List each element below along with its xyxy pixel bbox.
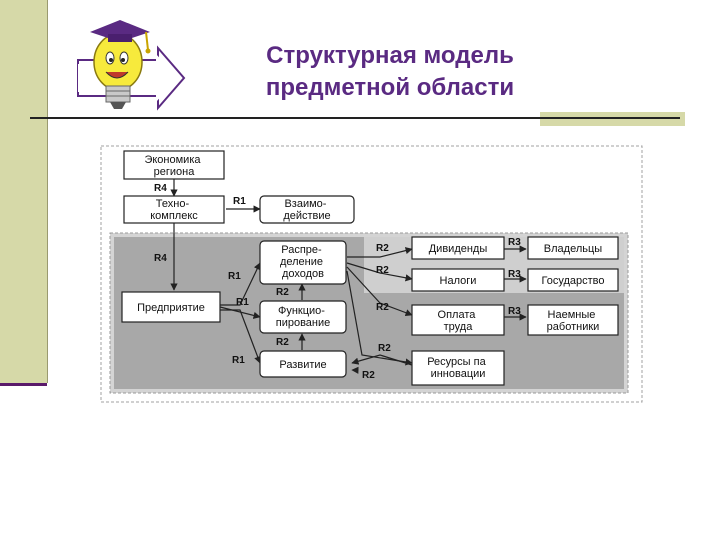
node-box-distribution (259, 240, 347, 285)
node-box-enterprise (121, 291, 221, 323)
relation-label-r2-resources: R2 (378, 343, 391, 354)
node-distribution-line-2: деление (280, 256, 323, 268)
node-box-state (527, 268, 619, 292)
node-functioning: Функцио- пирование (276, 305, 331, 329)
node-taxes: Налоги (440, 275, 477, 287)
node-economy: Экономика региона (144, 154, 203, 178)
node-workers-line-2: работники (547, 321, 600, 333)
node-wages-line-2: труда (444, 321, 474, 333)
node-box-wages (411, 304, 505, 336)
relation-label-r2-taxes: R2 (376, 265, 389, 276)
node-techno-line-1: Техно- (156, 198, 190, 210)
relation-label-r3-workers: R3 (508, 306, 521, 317)
relation-label-r2-wages: R2 (376, 302, 389, 313)
lightbulb-with-graduation-cap-icon (60, 10, 195, 115)
node-interaction: Взаимо- действие (283, 198, 330, 222)
node-resources-line-1: Ресурсы па (427, 356, 486, 368)
node-box-interaction (259, 195, 355, 224)
relation-label-r1-distribution: R1 (228, 271, 241, 282)
node-box-functioning (259, 300, 347, 334)
node-box-owners (527, 236, 619, 260)
node-economy-line-2: региона (154, 166, 196, 178)
node-box-economy (123, 150, 225, 180)
node-development: Развитие (279, 359, 326, 371)
node-wages-line-1: Оплата (438, 309, 477, 321)
relation-label-r2-dev-func: R2 (276, 337, 289, 348)
node-functioning-line-2: пирование (276, 317, 331, 329)
node-distribution-line-3: доходов (282, 268, 324, 280)
node-state: Государство (541, 275, 604, 287)
node-box-development (259, 350, 347, 378)
relation-label-r3-state: R3 (508, 269, 521, 280)
node-resources: Ресурсы па инновации (427, 356, 489, 380)
relation-label-r2-func-dist: R2 (276, 287, 289, 298)
node-techno-line-2: комплекс (150, 210, 198, 222)
node-workers: Наемные работники (547, 309, 600, 333)
relation-label-r3-owners: R3 (508, 237, 521, 248)
node-interaction-line-1: Взаимо- (284, 198, 326, 210)
node-dividends: Дивиденды (429, 243, 488, 255)
node-box-dividends (411, 236, 505, 260)
node-box-workers (527, 304, 619, 336)
structural-model-diagram: Экономика региона Техно- комплекс Взаимо… (100, 145, 645, 405)
left-accent-underline (0, 383, 47, 386)
node-owners: Владельцы (544, 243, 602, 255)
node-functioning-line-1: Функцио- (278, 305, 325, 317)
title-line-2: предметной области (265, 74, 515, 101)
title-accent-bar (540, 112, 685, 126)
relation-label-r1-interaction: R1 (233, 196, 246, 207)
node-distribution-line-1: Распре- (281, 244, 322, 256)
node-box-taxes (411, 268, 505, 292)
relation-label-r2-dividends: R2 (376, 243, 389, 254)
node-box-resources (411, 350, 505, 386)
node-workers-line-1: Наемные (548, 309, 596, 321)
outer-frame (100, 145, 643, 403)
relation-label-r1-functioning: R1 (236, 297, 249, 308)
node-wages: Оплата труда (438, 309, 479, 333)
node-distribution: Распре- деление доходов (280, 244, 326, 280)
relation-label-r2-development: R2 (362, 370, 375, 381)
page-title: Структурная модель предметной области (205, 40, 575, 104)
relation-label-r1-development: R1 (232, 355, 245, 366)
node-economy-line-1: Экономика (144, 154, 201, 166)
title-divider-line (30, 117, 680, 119)
node-interaction-line-2: действие (283, 210, 330, 222)
node-enterprise: Предприятие (137, 302, 205, 314)
node-box-techno (123, 195, 225, 224)
node-techno: Техно- комплекс (150, 198, 198, 222)
relation-label-r4-top: R4 (154, 183, 167, 194)
left-divider-line (47, 0, 48, 383)
left-accent-band (0, 0, 47, 383)
title-line-1: Структурная модель (266, 42, 514, 69)
relation-label-r4-enterprise: R4 (154, 253, 167, 264)
node-resources-line-2: инновации (431, 368, 486, 380)
